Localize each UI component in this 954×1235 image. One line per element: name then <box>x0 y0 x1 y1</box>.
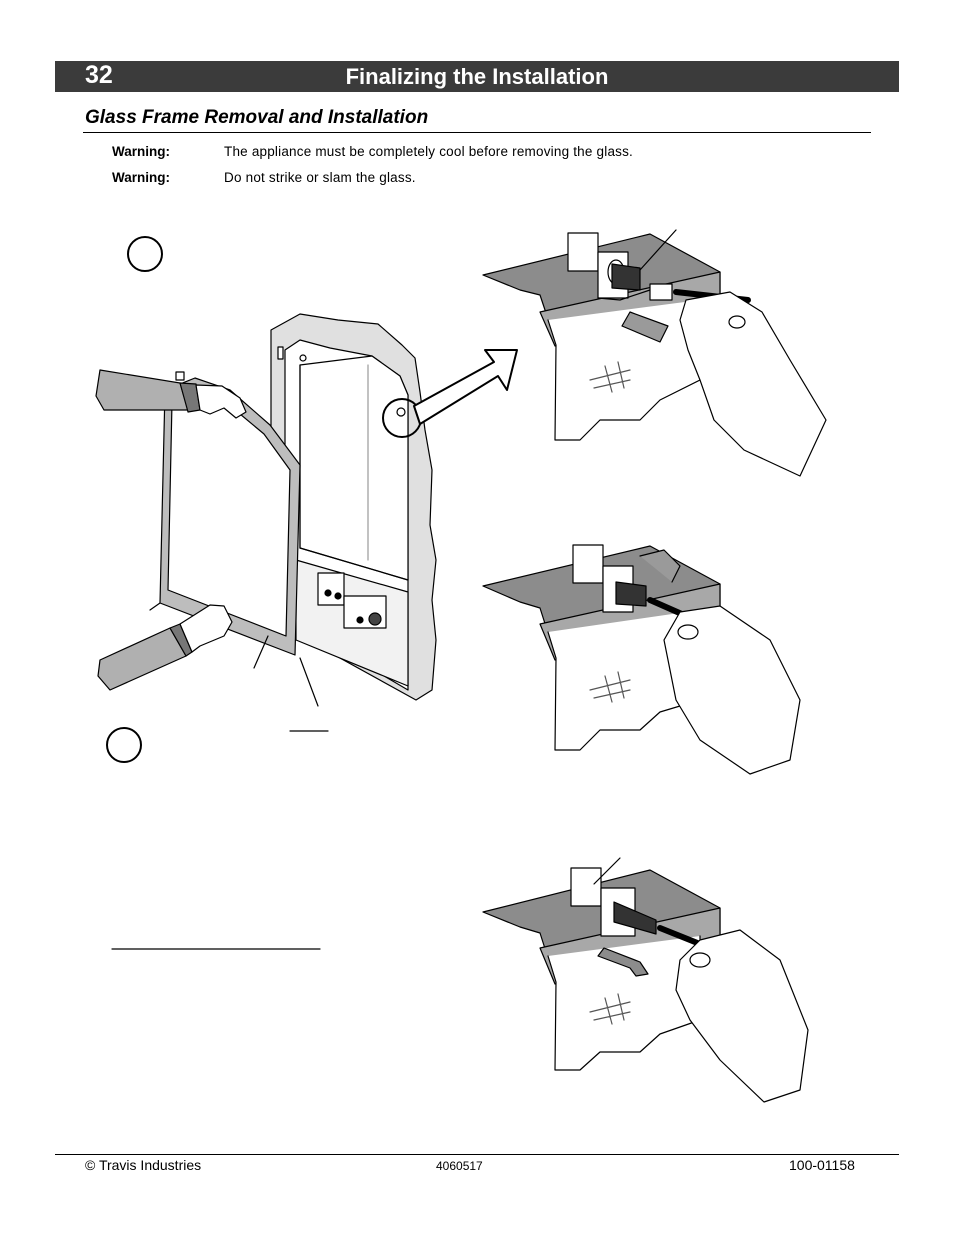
footer-doc-number: 100-01158 <box>789 1157 855 1173</box>
glass-frame <box>149 377 301 656</box>
page-number: 32 <box>85 61 113 89</box>
warning-text: Do not strike or slam the glass. <box>224 170 416 185</box>
detail-callout-arrow <box>413 349 518 425</box>
footer-copyright: © Travis Industries <box>85 1157 202 1173</box>
footer-divider <box>55 1154 899 1155</box>
warning-label: Warning: <box>112 170 170 185</box>
leader-line <box>299 657 319 707</box>
warning-label: Warning: <box>112 144 170 159</box>
section-title: Glass Frame Removal and Installation <box>85 107 429 128</box>
detail-latch-1 <box>482 229 827 477</box>
step-marker-2 <box>106 727 142 763</box>
detail-latch-3 <box>482 857 809 1103</box>
fireplace-unit <box>270 313 437 701</box>
hand-upper <box>95 369 247 419</box>
section-divider <box>83 132 871 133</box>
hand-lower <box>97 604 233 691</box>
footer-code: 4060517 <box>436 1159 483 1173</box>
detail-latch-2 <box>482 544 801 775</box>
page-header-bar: 32 Finalizing the Installation <box>55 61 899 92</box>
warning-text: The appliance must be completely cool be… <box>224 144 634 159</box>
step-marker-1 <box>127 236 163 272</box>
page-title: Finalizing the Installation <box>345 64 609 89</box>
leader-line <box>253 635 269 669</box>
